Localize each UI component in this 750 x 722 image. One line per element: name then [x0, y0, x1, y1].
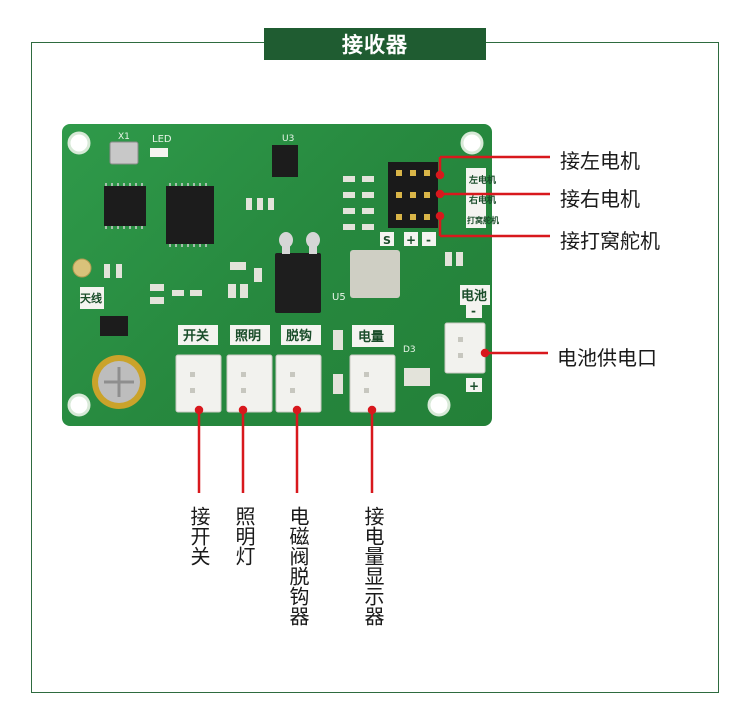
silk-led: LED	[152, 134, 172, 145]
silk-pin-s: S	[383, 234, 391, 247]
silk-d3: D3	[403, 345, 416, 355]
silk-u5: U5	[332, 292, 346, 303]
silk-minus: -	[471, 304, 476, 318]
led	[150, 148, 168, 157]
silk-motor-labels: 左电机 右电机 打窝舵机	[467, 174, 499, 225]
silk-plus: +	[469, 379, 479, 393]
ic-pins	[105, 183, 207, 247]
silk-pin-plus: +	[406, 233, 416, 247]
silk-plus-block	[466, 378, 482, 392]
silk-motor-right: 右电机	[468, 194, 496, 206]
label-right-motor: 接右电机	[560, 187, 640, 211]
mounting-holes	[67, 131, 484, 417]
silk-battery: 电池	[461, 288, 487, 304]
servo-header-pins	[388, 162, 438, 228]
label-left-motor: 接左电机	[560, 149, 640, 173]
label-solenoid-hook: 电磁阀脱钩器	[286, 506, 310, 626]
label-switch: 接开关	[187, 506, 211, 566]
label-nest-servo: 接打窝舵机	[560, 229, 660, 253]
silk-motor-left: 左电机	[468, 174, 496, 186]
connector-pins	[190, 337, 463, 393]
silkscreen-blocks	[80, 168, 490, 347]
silk-pin-labels: S + -	[380, 232, 436, 247]
silk-level: 电量	[358, 329, 384, 345]
mosfet-legs	[279, 232, 320, 254]
label-battery-port: 电池供电口	[557, 346, 657, 370]
page-title: 接收器	[264, 28, 486, 60]
pointer-lines-bottom	[194, 405, 377, 493]
silk-pin-minus: -	[426, 233, 431, 247]
silk-u3: U3	[282, 134, 294, 144]
silk-light: 照明	[235, 329, 261, 344]
jst-connectors	[175, 322, 486, 413]
silk-minus-block	[466, 304, 482, 318]
electrolytic-capacitor	[92, 355, 146, 409]
silk-switch: 开关	[183, 328, 209, 344]
silk-motor-servo: 打窝舵机	[467, 215, 499, 225]
power-pad	[350, 250, 400, 298]
smd-components	[104, 176, 463, 394]
label-battery-display: 接电量显示器	[361, 506, 385, 626]
pointer-lines-right	[435, 155, 550, 358]
crystal-x1	[109, 141, 139, 165]
silk-hook: 脱钩	[286, 328, 312, 344]
silk-x1: X1	[118, 132, 130, 142]
ic-chips	[100, 145, 321, 336]
silk-antenna: 天线	[80, 291, 102, 305]
label-light: 照明灯	[232, 506, 256, 566]
antenna-connector	[72, 258, 92, 278]
